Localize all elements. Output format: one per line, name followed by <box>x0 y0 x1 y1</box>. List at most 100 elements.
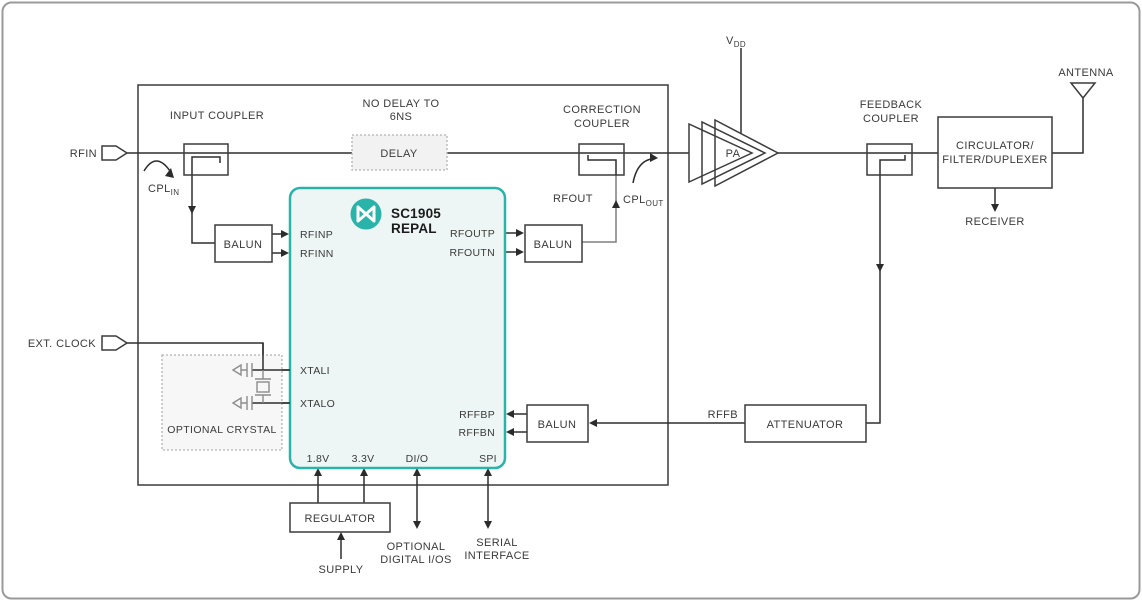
circulator-label1: CIRCULATOR/ <box>956 140 1034 152</box>
rfout-label: RFOUT <box>553 193 593 205</box>
correction-coupler-box <box>578 143 625 176</box>
feedback-coupler: FEEDBACK COUPLER <box>860 99 923 176</box>
balun-feedback-box <box>526 404 589 443</box>
pin-1v8: 1.8V <box>307 453 330 465</box>
chip-name: SC1905 <box>391 206 441 221</box>
balun-feedback-label: BALUN <box>538 419 577 431</box>
correction-coupler-hook <box>587 155 617 175</box>
pin-rffbn: RFFBN <box>459 427 496 439</box>
maxim-logo-icon <box>350 198 382 230</box>
regulator-block: REGULATOR <box>289 502 391 533</box>
feedback-coupler-label2: COUPLER <box>863 113 919 125</box>
optional-crystal-label: OPTIONAL CRYSTAL <box>167 424 276 436</box>
delay-note-line2: 6NS <box>390 111 413 123</box>
receiver-label: RECEIVER <box>965 216 1024 228</box>
antenna-icon <box>1069 82 1097 100</box>
optional-crystal-block: OPTIONAL CRYSTAL <box>161 343 290 451</box>
cpl-in-arrow <box>165 168 174 178</box>
pa-label: PA <box>726 148 741 160</box>
circulator-box <box>937 116 1053 189</box>
ext-clock-port-icon <box>101 335 129 351</box>
rfin-port: RFIN <box>70 145 129 161</box>
circulator-label2: FILTER/DUPLEXER <box>942 154 1047 166</box>
regulator-box <box>289 502 391 533</box>
cpl-in-arc <box>143 160 171 172</box>
delay-note-line1: NO DELAY TO <box>363 98 440 110</box>
sc1905-chip-box <box>288 186 507 470</box>
pin-rfinp: RFINP <box>300 229 333 241</box>
cpl-out-prefix: CPL <box>623 194 646 206</box>
antenna-label: ANTENNA <box>1058 67 1114 79</box>
attenuator-label: ATTENUATOR <box>767 419 844 431</box>
rfin-label: RFIN <box>70 148 97 160</box>
vdd-v: V <box>726 35 734 47</box>
linearizer-enclosure-box <box>137 84 669 486</box>
pin-rffbp: RFFBP <box>459 409 495 421</box>
optional-digital-ios-label1: OPTIONAL <box>387 541 446 553</box>
pa-stage-2-icon <box>701 120 767 186</box>
input-coupler-label: INPUT COUPLER <box>170 110 264 122</box>
attenuator-box <box>744 404 867 443</box>
correction-coupler-label2: COUPLER <box>574 118 630 130</box>
balun-output-box <box>524 224 583 263</box>
cpl-out-arc <box>632 158 652 184</box>
serial-interface-label2: INTERFACE <box>464 550 529 562</box>
attenuator-block: ATTENUATOR <box>744 404 867 443</box>
pin-3v3: 3.3V <box>352 453 375 465</box>
cpl-out-sub: OUT <box>646 199 664 208</box>
pin-dio: DI/O <box>406 453 429 465</box>
feedback-coupler-box <box>866 143 913 176</box>
feedback-coupler-hook <box>879 155 906 175</box>
pin-xtali: XTALI <box>300 365 330 377</box>
regulator-label: REGULATOR <box>304 513 375 525</box>
crystal-wires <box>252 343 290 404</box>
pa-stage-3-icon <box>714 118 780 188</box>
balun-output-label: BALUN <box>534 239 573 251</box>
delay-block: NO DELAY TO 6NS DELAY <box>351 98 448 171</box>
cpl-out-annotation: CPLOUT RFOUT <box>553 153 664 208</box>
pin-xtalo: XTALO <box>300 398 335 410</box>
cpl-in-label: CPLIN <box>148 183 179 197</box>
cpl-out-label: CPLOUT <box>623 194 664 208</box>
correction-coupler: CORRECTION COUPLER <box>563 104 641 176</box>
antenna: ANTENNA <box>1058 67 1114 100</box>
feedback-coupler-label1: FEEDBACK <box>860 99 923 111</box>
delay-label: DELAY <box>380 148 418 160</box>
cpl-out-arrow <box>650 153 658 162</box>
rffb-label: RFFB <box>708 409 738 421</box>
input-coupler-hook <box>191 156 221 175</box>
serial-interface-label1: SERIAL <box>476 537 518 549</box>
pin-rfoutp: RFOUTP <box>450 228 495 240</box>
pa-stage-1-icon <box>688 122 754 184</box>
pa-amplifier: VDD PA <box>688 35 780 188</box>
crystal-icon <box>255 370 271 403</box>
rfin-port-icon <box>101 145 129 161</box>
balun-output: BALUN <box>524 224 583 263</box>
correction-coupler-label1: CORRECTION <box>563 104 641 116</box>
arrowheads <box>188 200 999 540</box>
balun-input-label: BALUN <box>224 239 263 251</box>
input-coupler-box <box>183 143 229 176</box>
sc1905-chip: SC1905 REPAL RFINP RFINN RFOUTP RFOUTN X… <box>288 186 507 470</box>
input-coupler: INPUT COUPLER <box>170 110 264 176</box>
balun-feedback: BALUN <box>526 404 589 443</box>
pin-rfinn: RFINN <box>300 248 334 260</box>
circulator-block: CIRCULATOR/ FILTER/DUPLEXER <box>937 116 1053 189</box>
cpl-in-annotation: CPLIN <box>143 160 179 197</box>
cpl-in-prefix: CPL <box>148 183 171 195</box>
balun-input: BALUN <box>214 224 273 263</box>
chip-family: REPAL <box>391 221 437 236</box>
pin-spi: SPI <box>479 453 497 465</box>
cpl-in-sub: IN <box>171 188 180 197</box>
vdd-sub: DD <box>734 40 746 49</box>
load-capacitor-top-icon <box>231 363 253 377</box>
pin-rfoutn: RFOUTN <box>449 247 495 259</box>
balun-input-box <box>214 224 273 263</box>
vdd-label: VDD <box>726 35 746 49</box>
optional-digital-ios-label2: DIGITAL I/OS <box>380 554 451 566</box>
ext-clock-port: EXT. CLOCK <box>28 335 129 351</box>
load-capacitor-bottom-icon <box>231 396 253 410</box>
